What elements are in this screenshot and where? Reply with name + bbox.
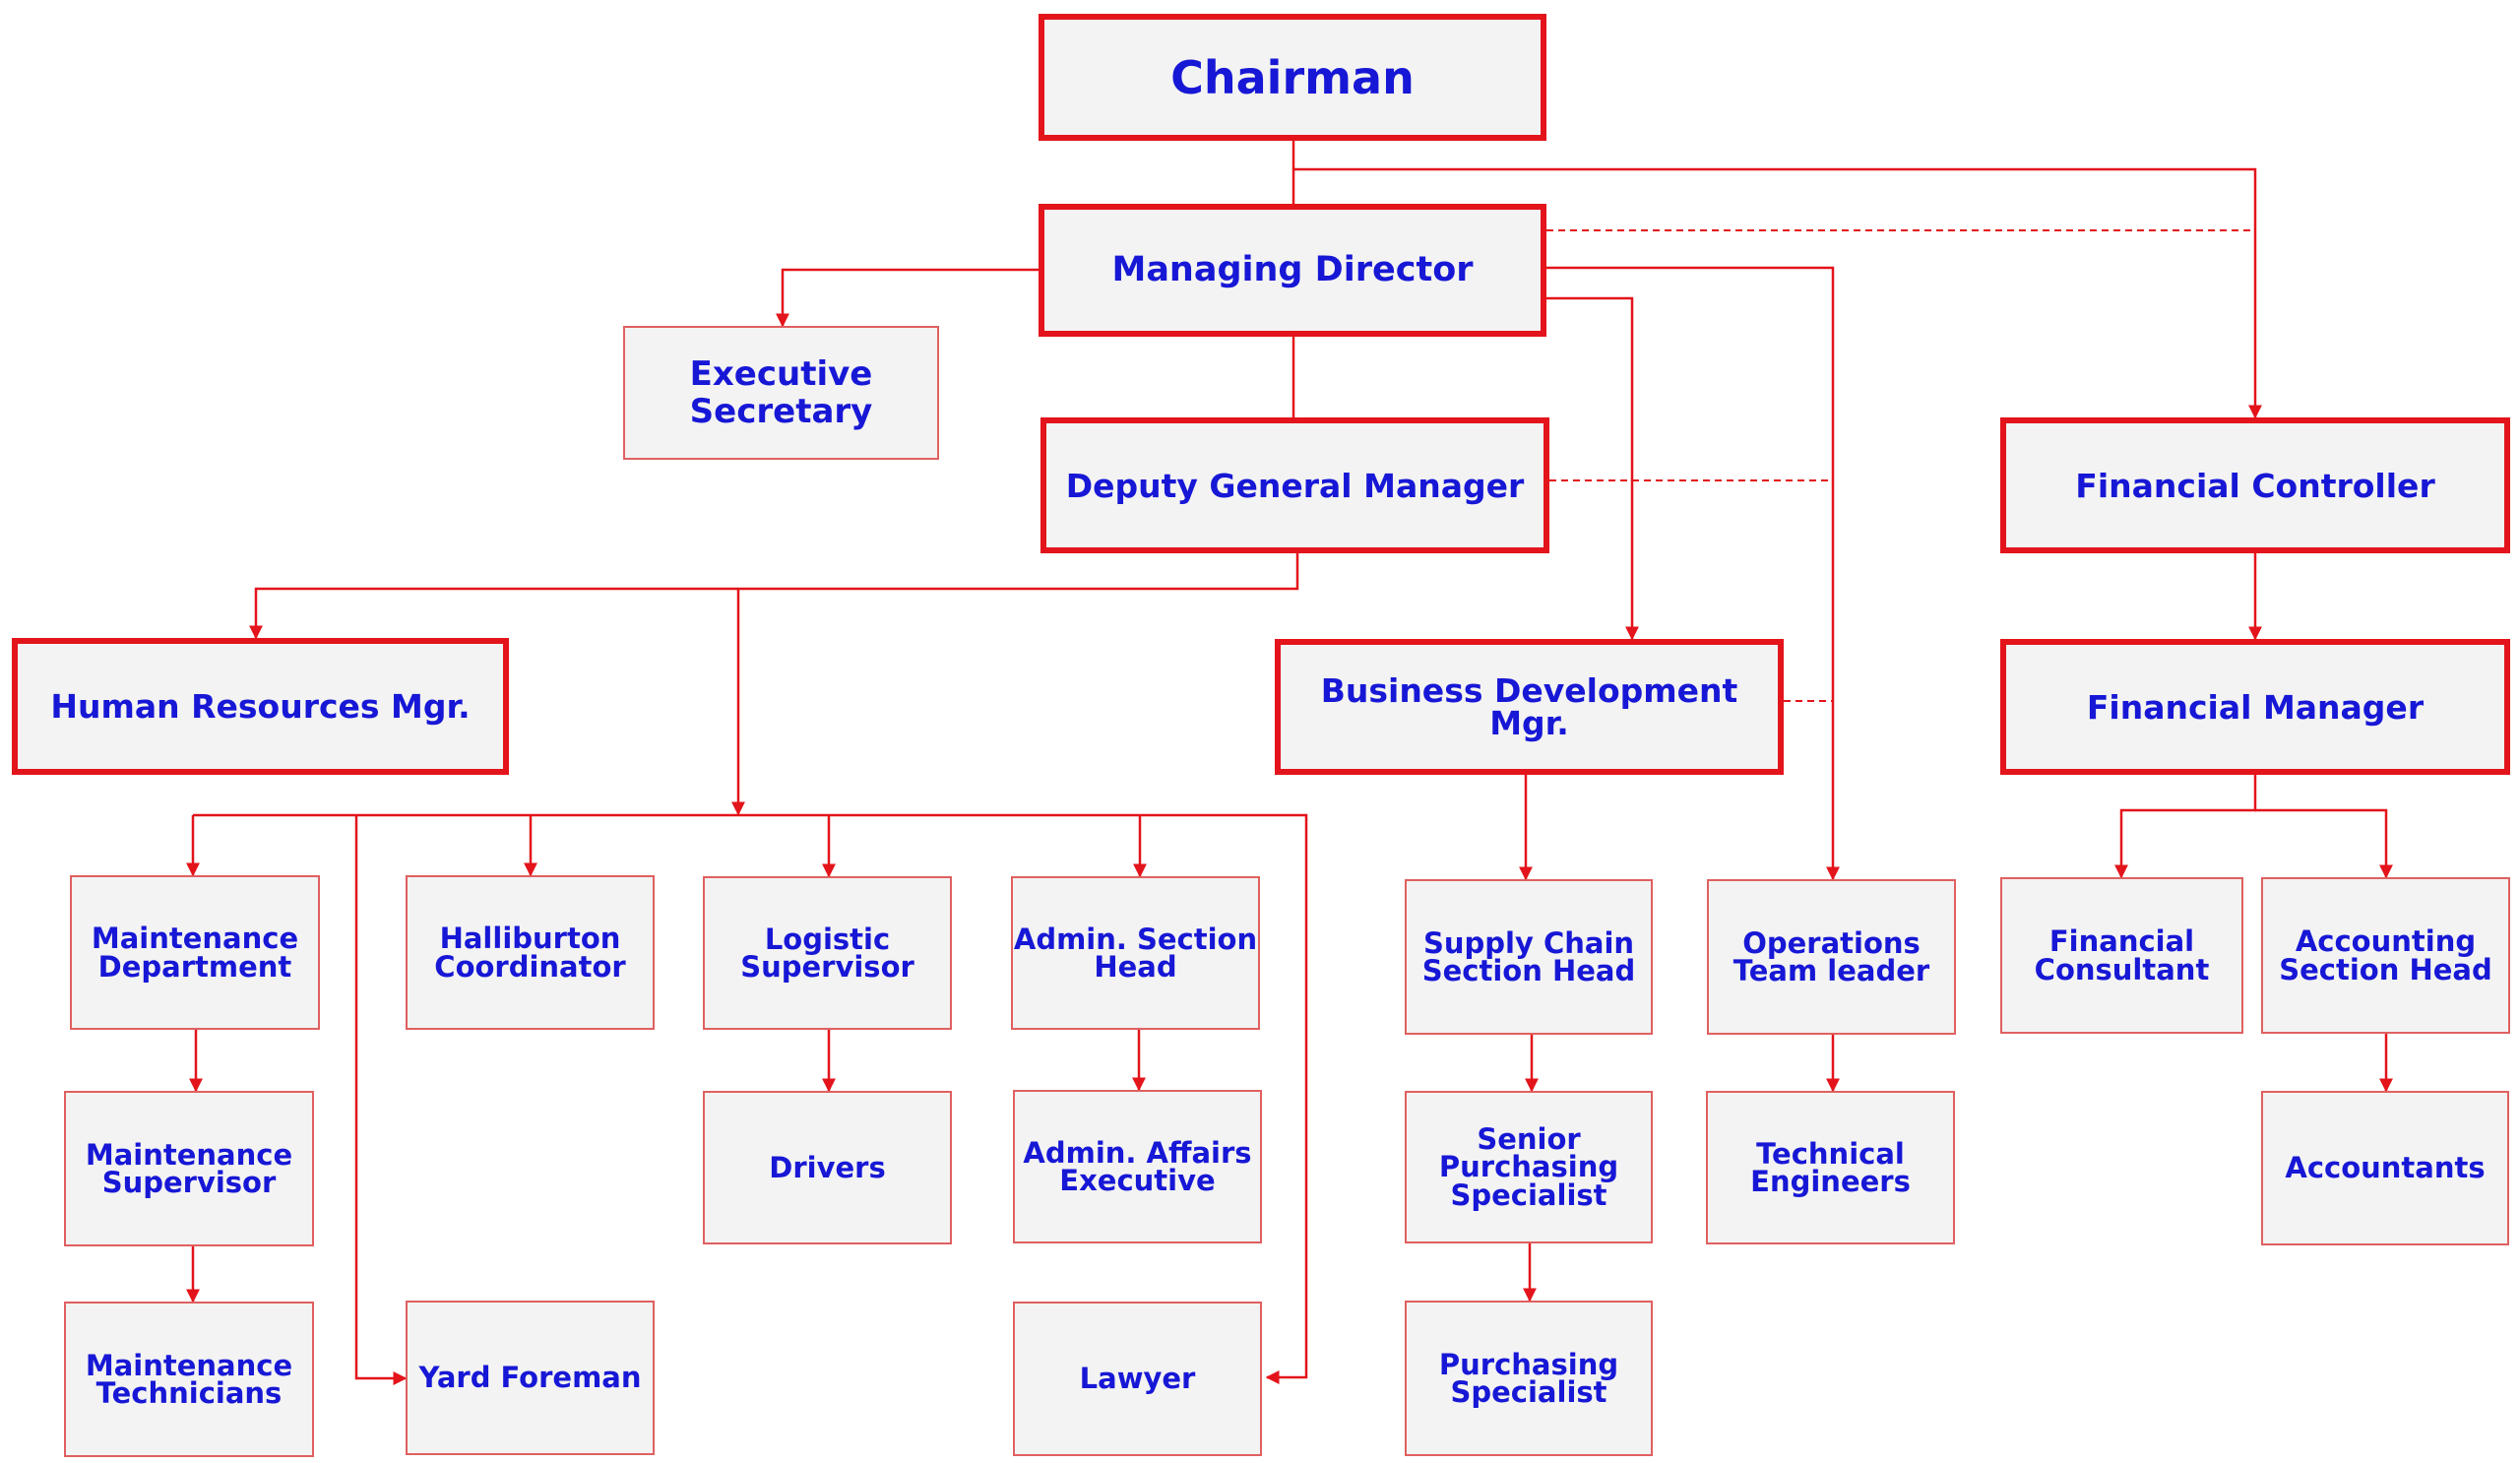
node-logistic-supervisor: Logistic Supervisor — [703, 876, 952, 1030]
link-md-secretary — [776, 268, 1039, 328]
link-md-operations — [1546, 266, 1840, 881]
link-chairman-fc — [1293, 167, 2262, 419]
node-accountants: Accountants — [2261, 1091, 2509, 1245]
node-managing-director: Managing Director — [1039, 204, 1546, 337]
node-accounting-section-head: Accounting Section Head — [2261, 877, 2510, 1034]
node-chairman-label: Chairman — [1170, 50, 1415, 104]
node-hr-mgr: Human Resources Mgr. — [12, 638, 509, 775]
node-financial-consultant: Financial Consultant — [2000, 877, 2243, 1034]
node-accounting-section-head-label: Accounting Section Head — [2279, 924, 2492, 986]
node-deputy-gm: Deputy General Manager — [1040, 417, 1549, 553]
node-admin-section-head: Admin. Section Head — [1011, 876, 1260, 1030]
node-drivers-label: Drivers — [769, 1150, 886, 1184]
node-maintenance-supervisor-label: Maintenance Supervisor — [85, 1137, 293, 1199]
link-fm-bus — [2114, 775, 2257, 879]
node-yard-foreman: Yard Foreman — [406, 1301, 655, 1455]
node-operations-team-leader-label: Operations Team leader — [1732, 925, 1930, 987]
node-financial-consultant-label: Financial Consultant — [2034, 924, 2210, 986]
node-accountants-label: Accountants — [2285, 1151, 2486, 1185]
node-financial-manager-label: Financial Manager — [2086, 687, 2425, 727]
node-lawyer-label: Lawyer — [1079, 1362, 1196, 1396]
link-fm-accounting — [2255, 808, 2393, 879]
node-purchasing-specialist: Purchasing Specialist — [1405, 1301, 1653, 1456]
node-maintenance-technicians: Maintenance Technicians — [64, 1302, 314, 1457]
link-dgm-bus — [249, 553, 1299, 640]
node-purchasing-specialist-label: Purchasing Specialist — [1438, 1347, 1619, 1409]
node-admin-section-head-label: Admin. Section Head — [1013, 922, 1258, 984]
node-bd-mgr: Business Development Mgr. — [1275, 639, 1784, 775]
node-yard-foreman-label: Yard Foreman — [418, 1361, 642, 1395]
link-dept-bus — [193, 813, 1308, 1384]
node-supply-chain-head: Supply Chain Section Head — [1405, 879, 1653, 1035]
node-financial-manager: Financial Manager — [2000, 639, 2510, 775]
link-to-yard-foreman — [354, 815, 408, 1385]
node-technical-engineers-label: Technical Engineers — [1750, 1136, 1911, 1198]
node-admin-affairs-executive-label: Admin. Affairs Executive — [1023, 1135, 1252, 1197]
node-senior-purchasing-specialist: Senior Purchasing Specialist — [1405, 1091, 1653, 1243]
node-bd-mgr-label: Business Development Mgr. — [1320, 671, 1738, 742]
node-financial-controller: Financial Controller — [2000, 417, 2510, 553]
node-managing-director-label: Managing Director — [1111, 250, 1474, 289]
node-technical-engineers: Technical Engineers — [1706, 1091, 1955, 1244]
node-operations-team-leader: Operations Team leader — [1707, 879, 1956, 1035]
node-deputy-gm-label: Deputy General Manager — [1065, 466, 1525, 505]
node-maintenance-department: Maintenance Department — [70, 875, 320, 1030]
link-md-bd — [1546, 296, 1639, 641]
node-maintenance-supervisor: Maintenance Supervisor — [64, 1091, 314, 1246]
node-maintenance-department-label: Maintenance Department — [91, 922, 299, 984]
node-admin-affairs-executive: Admin. Affairs Executive — [1013, 1090, 1262, 1243]
node-hr-mgr-label: Human Resources Mgr. — [50, 687, 471, 726]
node-lawyer: Lawyer — [1013, 1302, 1262, 1456]
node-drivers: Drivers — [703, 1091, 952, 1244]
node-logistic-supervisor-label: Logistic Supervisor — [740, 922, 914, 984]
node-executive-secretary: Executive Secretary — [623, 326, 939, 460]
node-financial-controller-label: Financial Controller — [2075, 466, 2435, 505]
node-supply-chain-head-label: Supply Chain Section Head — [1421, 925, 1636, 987]
node-chairman: Chairman — [1039, 14, 1546, 141]
node-halliburton-coordinator: Halliburton Coordinator — [406, 875, 655, 1030]
node-halliburton-coordinator-label: Halliburton Coordinator — [434, 922, 626, 984]
node-senior-purchasing-specialist-label: Senior Purchasing Specialist — [1438, 1121, 1619, 1212]
node-executive-secretary-label: Executive Secretary — [689, 353, 873, 431]
node-maintenance-technicians-label: Maintenance Technicians — [85, 1348, 293, 1410]
